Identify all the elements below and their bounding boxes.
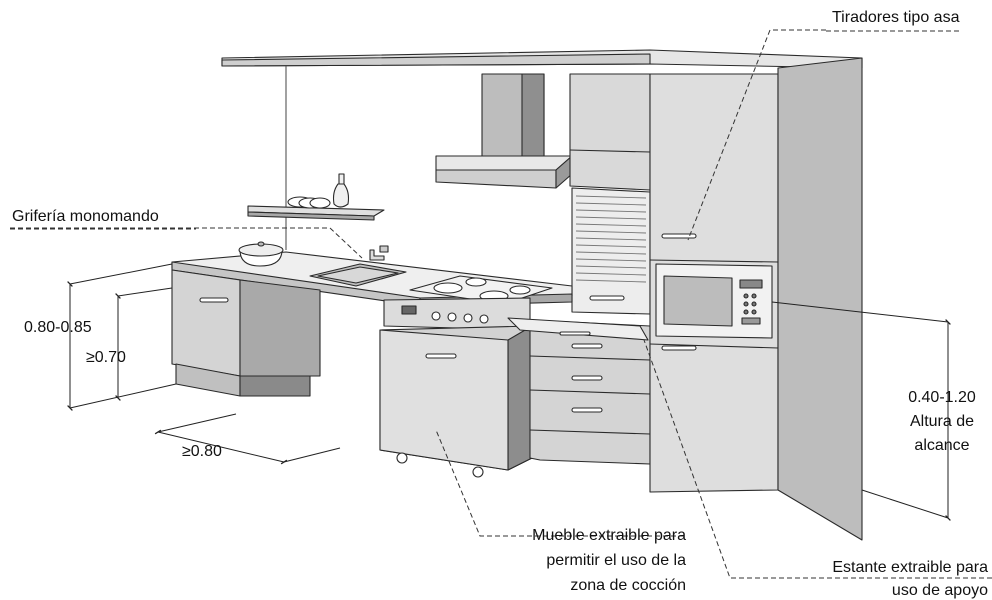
label-knee-clearance: ≥0.70: [86, 349, 126, 366]
sink: [309, 245, 407, 287]
leader-lines: [10, 29, 992, 579]
dim-depth-clearance: [154, 429, 288, 465]
left-base-cabinet: [171, 269, 321, 397]
drawer-stack: [507, 317, 651, 465]
label-mueble-2: permitir el uso de la: [546, 552, 686, 569]
label-mueble-1: Mueble extraible para: [532, 527, 686, 544]
pot: [238, 241, 284, 267]
overhead-shelf: [221, 49, 863, 250]
tall-column: [649, 57, 863, 541]
extractor-hood: [435, 73, 573, 189]
label-reach-line2: alcance: [914, 437, 970, 454]
pullout-trolley: [379, 325, 533, 478]
roller-shutter: [571, 187, 651, 315]
label-depth-clearance: ≥0.80: [182, 443, 222, 460]
label-mueble-3: zona de cocción: [570, 577, 686, 594]
label-estante-1: Estante extraible para: [832, 559, 988, 576]
upper-cabinet: [569, 73, 651, 191]
leader-mueble: [435, 429, 684, 537]
control-strip: [383, 297, 531, 331]
leader-tiradores: [687, 29, 826, 241]
wall-shelf: [247, 173, 385, 221]
label-estante-2: uso de apoyo: [891, 582, 988, 599]
label-tiradores: Tiradores tipo asa: [832, 9, 960, 26]
leader-griferia: [10, 227, 363, 259]
label-worktop-height: 0.80-0.85: [24, 319, 92, 336]
label-griferia: Grifería monomando: [12, 208, 159, 225]
label-reach-range: 0.40-1.20: [908, 389, 976, 406]
label-reach-line1: Altura de: [909, 413, 975, 430]
dimension-lines: [67, 263, 951, 521]
